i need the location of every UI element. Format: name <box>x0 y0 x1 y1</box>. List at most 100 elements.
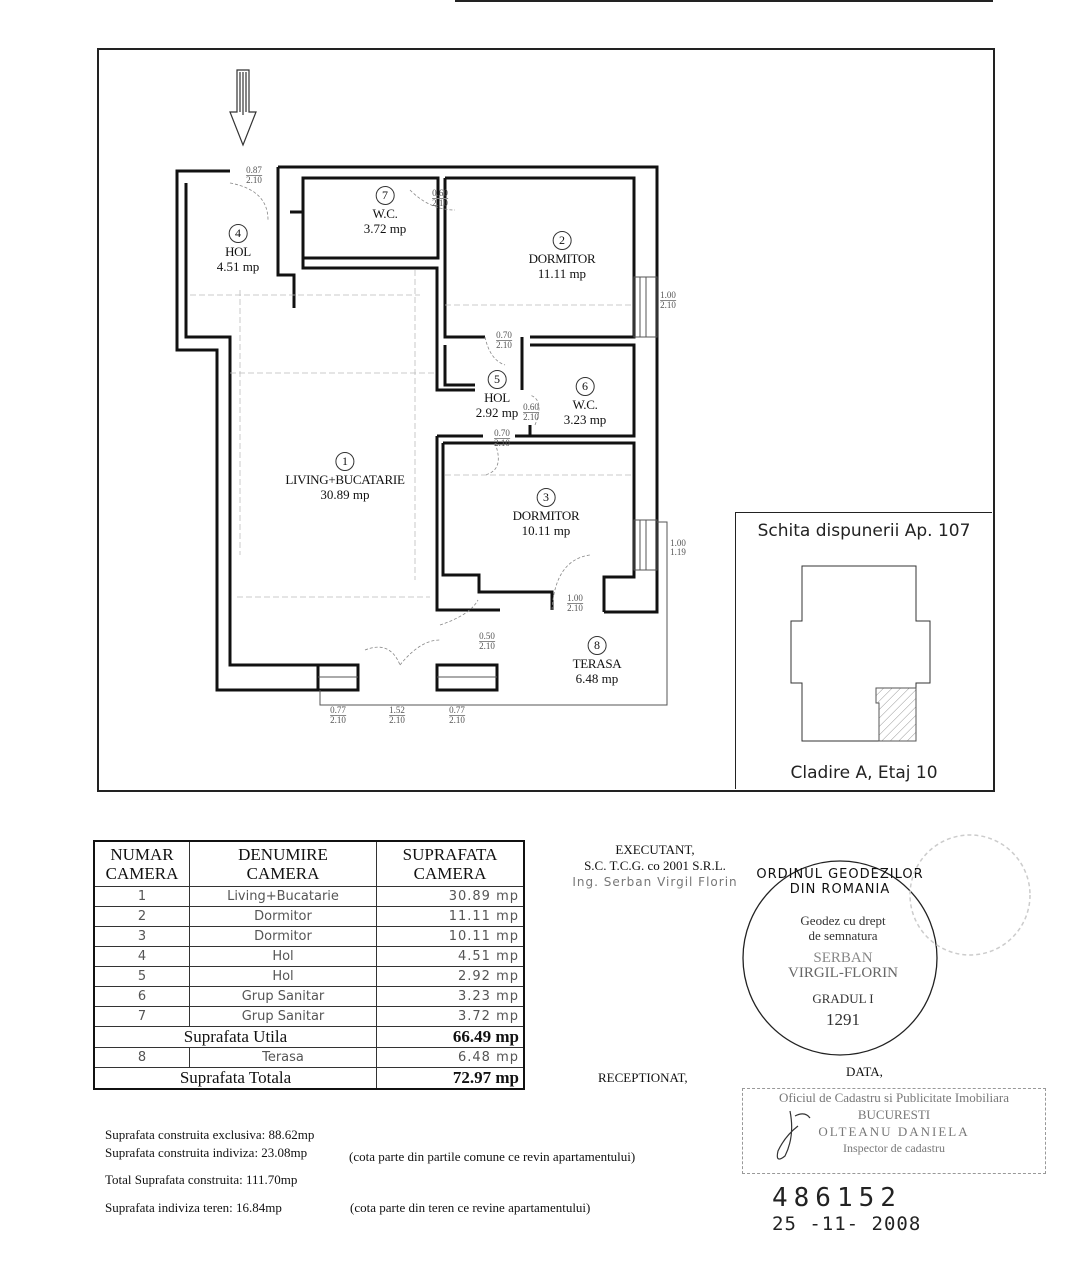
opening-width: 0.70 <box>494 428 510 439</box>
room-name: DORMITOR <box>512 508 580 523</box>
header-line: CAMERA <box>246 864 320 883</box>
stamp-line: SERBAN <box>813 950 873 966</box>
opening-width: 0.70 <box>496 330 512 341</box>
stamp-ring-text: ORDINUL GEODEZILOR DIN ROMANIA <box>756 867 924 897</box>
opening-height: 2.10 <box>660 300 676 310</box>
room-number: 4 <box>93 946 190 967</box>
building-outline <box>790 565 931 742</box>
door-swings <box>229 182 591 666</box>
opening-width: 0.77 <box>330 705 346 716</box>
room-number: 2 <box>552 231 572 250</box>
opening-height: 2.10 <box>494 438 510 448</box>
opening-width: 1.00 <box>567 593 583 604</box>
executant-engineer: Ing. Serban Virgil Florin <box>572 875 738 889</box>
opening-width: 0.77 <box>449 705 465 716</box>
room-area: 2.92 mp <box>475 405 519 420</box>
room-area: 3.72 mp <box>376 1006 525 1027</box>
room-name: Grup Sanitar <box>189 986 377 1007</box>
totala-value: 72.97 mp <box>376 1067 525 1090</box>
room-name: W.C. <box>372 206 398 221</box>
utila-label: Suprafata Utila <box>93 1026 377 1048</box>
executant-company: S.C. T.C.G. co 2001 S.R.L. <box>584 858 726 873</box>
room-number: 4 <box>228 224 248 243</box>
stamp-circle <box>742 860 938 1056</box>
stamp-line: 1291 <box>826 1010 860 1029</box>
room-number: 5 <box>487 370 507 389</box>
opening-height: 2.10 <box>246 175 262 185</box>
room-area: 11.11 mp <box>537 266 587 281</box>
room-name: W.C. <box>572 397 598 412</box>
opening-width: 1.52 <box>389 705 405 716</box>
opening-height: 2.10 <box>567 603 583 613</box>
room-area: 2.92 mp <box>376 966 525 987</box>
opening-height: 2.10 <box>330 715 346 725</box>
room-number: 1 <box>335 452 355 471</box>
cadastre-stamp: Oficiul de Cadastru si Publicitate Imobi… <box>742 1088 1046 1174</box>
room-label-living: 1 LIVING+BUCATARIE 30.89 mp <box>285 452 405 502</box>
room-number: 7 <box>375 186 395 205</box>
apartment-highlight <box>875 687 917 742</box>
room-name: HOL <box>484 390 510 405</box>
room-label-wc-7: 7 W.C. 3.72 mp <box>363 186 407 236</box>
opening-width: 1.00 <box>660 290 676 301</box>
opening-width: 0.87 <box>246 165 262 176</box>
header-line: DENUMIRE <box>238 845 328 864</box>
room-name: Grup Sanitar <box>189 1006 377 1027</box>
room-area: 11.11 mp <box>376 906 525 927</box>
room-area: 10.11 mp <box>376 926 525 947</box>
key-plan-title: Schita dispunerii Ap. 107 <box>757 521 971 541</box>
header-line: SUPRAFATA <box>402 845 498 864</box>
opening-width: 1.00 <box>670 538 686 548</box>
room-name: Terasa <box>189 1047 377 1068</box>
signature <box>776 1110 811 1160</box>
room-name: HOL <box>225 244 251 259</box>
stamp-line: Geodez cu drept <box>800 913 886 928</box>
room-area: 3.23 mp <box>563 412 607 427</box>
note-indiviza: Suprafata construita indiviza: 23.08mp <box>105 1145 308 1160</box>
note-exclusiva: Suprafata construita exclusiva: 88.62mp <box>105 1127 315 1142</box>
room-name: Dormitor <box>189 906 377 927</box>
opening-width: 0.60 <box>523 402 539 413</box>
room-area: 4.51 mp <box>216 259 260 274</box>
opening-height: 2.10 <box>496 340 512 350</box>
room-number: 8 <box>587 636 607 655</box>
down-arrow-icon <box>229 69 257 147</box>
room-number: 3 <box>536 488 556 507</box>
window-marks <box>318 276 668 706</box>
room-name: DORMITOR <box>528 251 596 266</box>
executant-block: EXECUTANT, S.C. T.C.G. co 2001 S.R.L. In… <box>555 842 755 890</box>
room-area: 10.11 mp <box>521 523 571 538</box>
room-area: 3.23 mp <box>376 986 525 1007</box>
room-area: 3.72 mp <box>363 221 407 236</box>
room-label-hol-4: 4 HOL 4.51 mp <box>216 224 260 274</box>
faded-stamp <box>909 834 1031 956</box>
dimension-lines <box>190 270 634 598</box>
room-name: Dormitor <box>189 926 377 947</box>
opening-height: 2.10 <box>432 198 448 208</box>
room-name: Hol <box>189 946 377 967</box>
room-number: 1 <box>93 886 190 907</box>
note-teren-explanation: (cota parte din teren ce revine apartame… <box>350 1200 591 1215</box>
room-area: 30.89 mp <box>376 886 525 907</box>
room-number: 7 <box>93 1006 190 1027</box>
key-plan-caption: Cladire A, Etaj 10 <box>790 763 938 783</box>
room-number: 2 <box>93 906 190 927</box>
